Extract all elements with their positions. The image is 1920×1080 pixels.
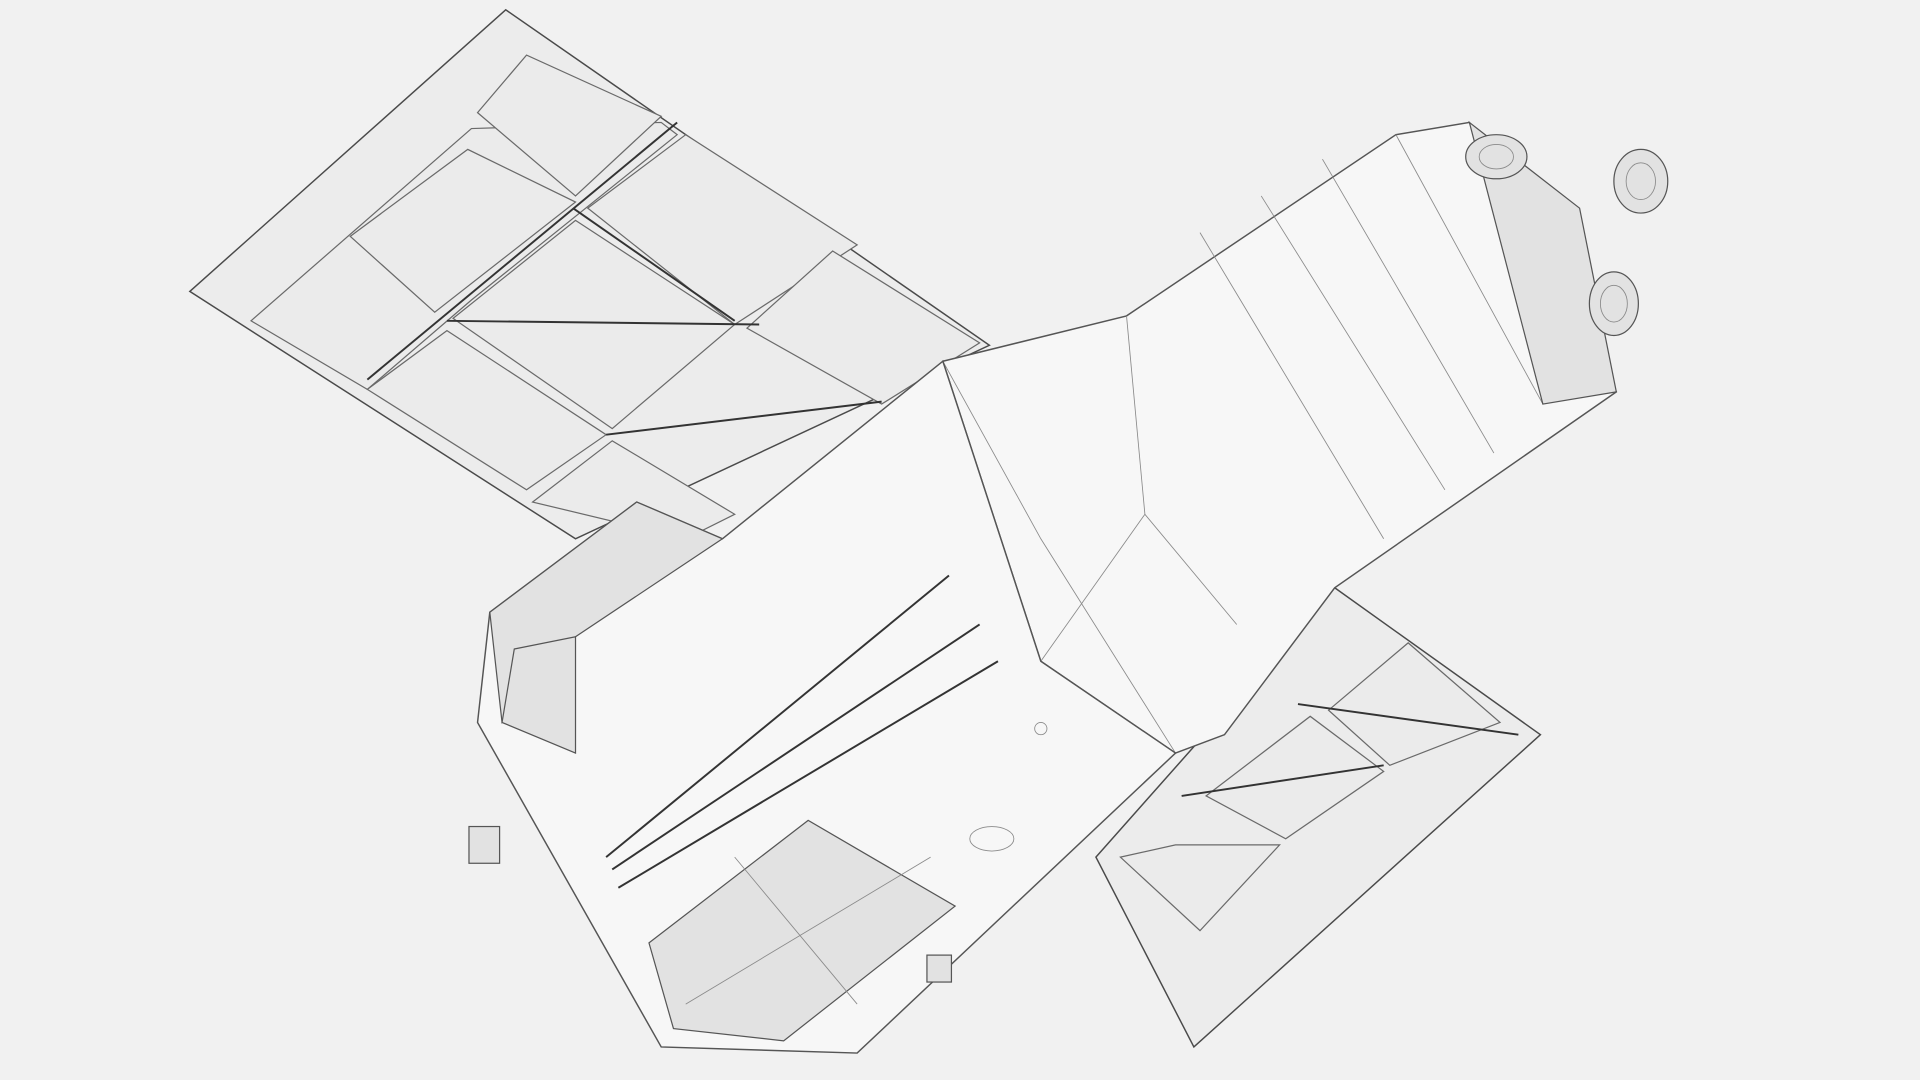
solar-array-upper xyxy=(188,8,991,540)
telescope-tube xyxy=(941,120,1669,754)
spacecraft-bus xyxy=(468,359,1177,1054)
solar-array-lower xyxy=(1095,586,1542,1049)
